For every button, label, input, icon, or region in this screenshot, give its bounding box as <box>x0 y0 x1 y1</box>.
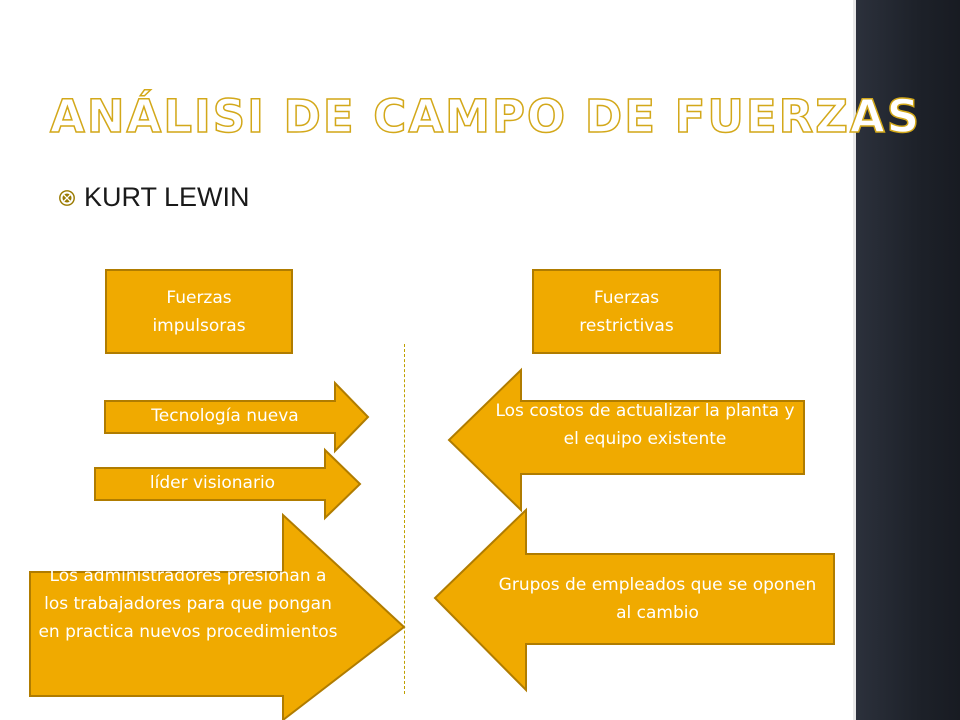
slide-title: Análisi de campo de fuerzas <box>49 89 922 144</box>
driving-force-label-2: líder visionario <box>149 473 276 493</box>
center-divider <box>404 344 405 694</box>
driving-arrow-1 <box>104 380 370 454</box>
driving-force-label-1: Tecnología nueva <box>151 406 299 426</box>
header-restraining-forces: Fuerzas restrictivas <box>532 269 721 354</box>
restraining-arrow-2 <box>433 507 835 693</box>
restraining-force-label-2: Grupos de empleados que se oponen al cam… <box>498 575 817 623</box>
sidebar-edge <box>853 0 856 720</box>
header-driving-forces-label: Fuerzas impulsoras <box>152 287 246 336</box>
circle-cross-bullet-icon <box>59 189 75 206</box>
header-restraining-forces-label: Fuerzas restrictivas <box>579 287 674 336</box>
sidebar-decoration <box>855 0 960 720</box>
bullet-text: KURT LEWIN <box>84 182 250 212</box>
header-driving-forces: Fuerzas impulsoras <box>105 269 293 354</box>
restraining-force-label-1: Los costos de actualizar la planta y el … <box>495 401 795 449</box>
driving-arrow-2 <box>94 447 362 521</box>
bullet-item: KURT LEWIN <box>58 182 250 213</box>
driving-arrow-3 <box>29 512 406 720</box>
driving-force-label-3: Los administradores presionan a los trab… <box>38 566 338 642</box>
restraining-arrow-1 <box>447 367 805 513</box>
